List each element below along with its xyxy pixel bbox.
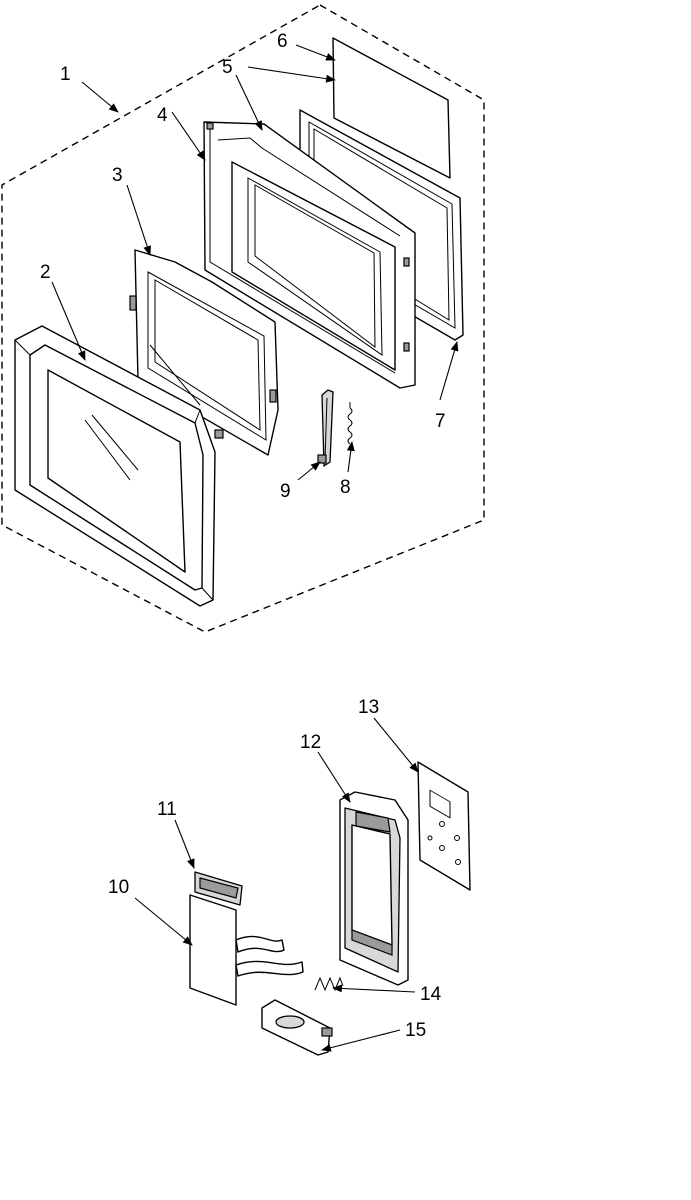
part-2-outer-door <box>14 325 216 607</box>
callout-11: 11 <box>157 799 177 820</box>
assembly-boundary <box>1 4 485 633</box>
callout-2: 2 <box>40 262 51 283</box>
part-4-inner-door-panel <box>203 121 416 389</box>
door-assembly-group <box>1 4 485 633</box>
callout-7: 7 <box>435 411 446 432</box>
part-11-connector <box>194 871 243 906</box>
callout-9: 9 <box>280 481 291 502</box>
callout-labels: 1 2 3 4 5 6 7 8 9 10 11 12 13 14 15 <box>40 31 446 1041</box>
part-14-button-spring <box>314 976 344 992</box>
callout-8: 8 <box>340 477 351 498</box>
part-10-membrane-switch <box>189 894 304 1006</box>
callout-3: 3 <box>112 165 123 186</box>
part-6-window-film <box>332 37 451 179</box>
part-12-control-panel-frame <box>339 791 409 986</box>
callout-4: 4 <box>157 105 168 126</box>
part-8-latch-spring <box>347 402 353 445</box>
callout-13: 13 <box>358 697 379 718</box>
part-9-door-latch <box>317 389 334 467</box>
callout-6: 6 <box>277 31 288 52</box>
part-13-control-board <box>417 761 471 891</box>
callout-15: 15 <box>405 1020 426 1041</box>
callout-5: 5 <box>222 57 233 78</box>
callout-14: 14 <box>420 984 442 1005</box>
part-15-door-button <box>261 999 333 1056</box>
callout-10: 10 <box>108 877 129 898</box>
callout-12: 12 <box>300 732 321 753</box>
control-panel-group <box>134 717 471 1056</box>
callout-1: 1 <box>60 64 71 85</box>
